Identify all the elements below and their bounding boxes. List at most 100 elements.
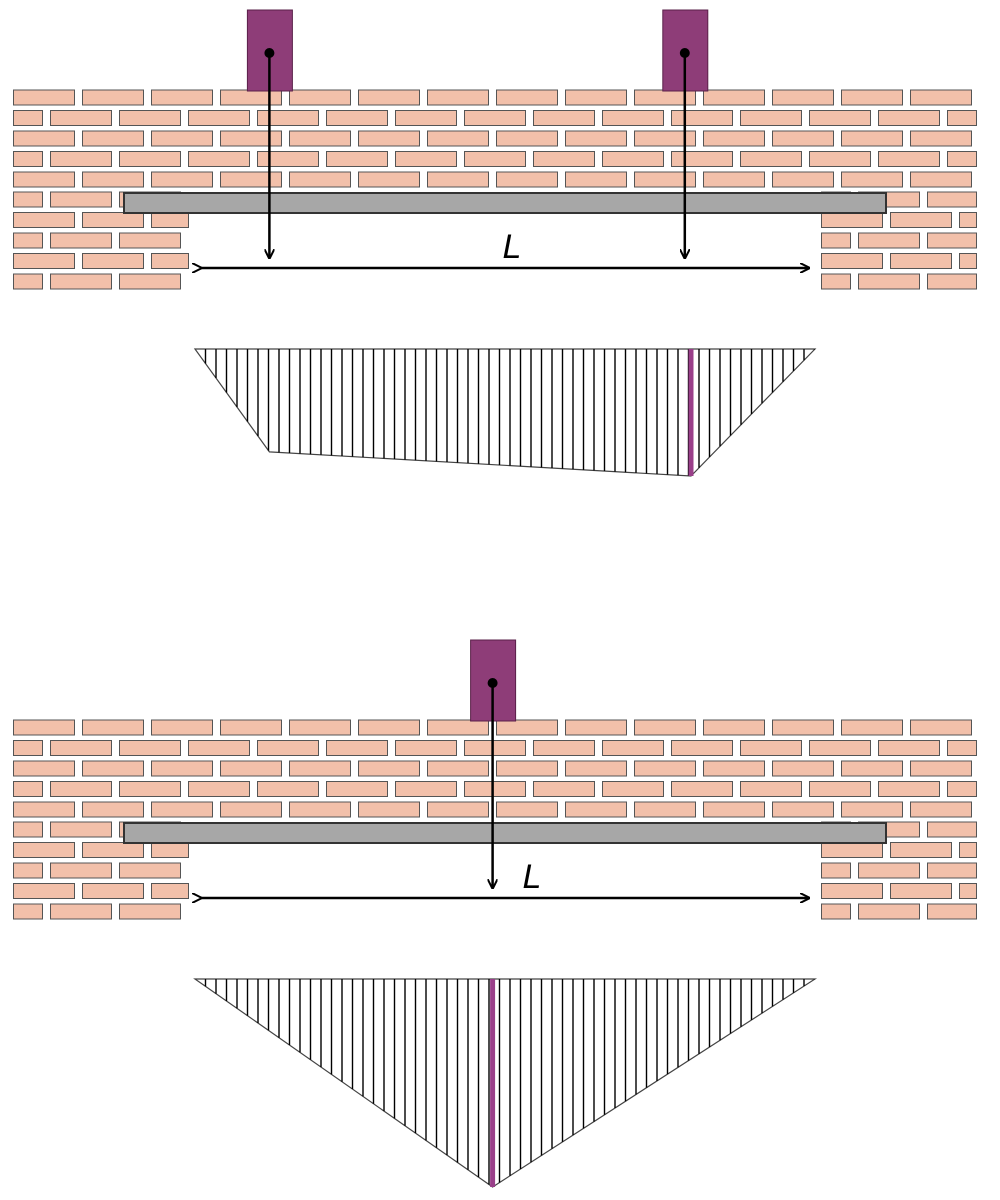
brick — [151, 883, 189, 899]
brick — [878, 151, 940, 167]
brick — [858, 903, 920, 920]
brick — [13, 801, 75, 818]
brick — [740, 110, 802, 126]
brick — [119, 740, 181, 756]
brick — [13, 862, 43, 879]
brick — [878, 740, 940, 756]
brick — [533, 740, 595, 756]
bending-moment-diagram — [193, 978, 818, 1188]
brick — [50, 781, 112, 797]
brick — [821, 232, 851, 249]
brick — [220, 171, 282, 188]
brick — [50, 191, 112, 208]
brick — [13, 232, 43, 249]
brick — [496, 801, 558, 818]
brick — [565, 171, 627, 188]
brick — [496, 89, 558, 106]
brick — [427, 89, 489, 106]
brick — [821, 212, 883, 228]
brick — [634, 719, 696, 736]
brick — [13, 212, 75, 228]
brick — [947, 151, 977, 167]
brick — [878, 110, 940, 126]
brick — [151, 801, 213, 818]
brick — [119, 781, 181, 797]
brick — [841, 801, 903, 818]
masonry-wall — [13, 89, 977, 290]
brick — [13, 89, 75, 106]
point-load — [470, 639, 517, 888]
brick — [602, 781, 664, 797]
brick — [772, 130, 834, 147]
brick — [50, 740, 112, 756]
brick — [326, 110, 388, 126]
bending-moment-diagram — [193, 348, 817, 477]
brick — [703, 130, 765, 147]
brick — [703, 89, 765, 106]
brick — [533, 781, 595, 797]
brick — [119, 903, 181, 920]
brick — [13, 171, 75, 188]
brick — [13, 130, 75, 147]
brick — [496, 760, 558, 777]
brick — [890, 253, 952, 269]
brick — [947, 740, 977, 756]
brick — [82, 801, 144, 818]
brick — [772, 760, 834, 777]
brick — [289, 171, 351, 188]
brick — [358, 801, 420, 818]
brick — [13, 883, 75, 899]
brick — [13, 903, 43, 920]
brick — [878, 781, 940, 797]
brick — [427, 719, 489, 736]
brick — [858, 862, 920, 879]
brick — [821, 862, 851, 879]
brick — [82, 253, 144, 269]
brick — [50, 232, 112, 249]
brick — [395, 110, 457, 126]
brick — [841, 719, 903, 736]
brick — [740, 740, 802, 756]
brick — [220, 719, 282, 736]
brick — [13, 760, 75, 777]
brick — [772, 719, 834, 736]
brick — [82, 842, 144, 858]
brick — [927, 862, 977, 879]
brick — [821, 253, 883, 269]
brick — [257, 740, 319, 756]
brick — [809, 781, 871, 797]
brick — [910, 89, 972, 106]
brick — [82, 719, 144, 736]
brick — [188, 110, 250, 126]
brick — [289, 89, 351, 106]
brick — [858, 232, 920, 249]
brick — [959, 212, 977, 228]
brick — [927, 273, 977, 290]
scenario-two-point-loads: L — [13, 9, 977, 477]
brick — [533, 151, 595, 167]
brick — [13, 842, 75, 858]
span-label: L — [523, 858, 542, 896]
brick — [395, 781, 457, 797]
brick — [841, 760, 903, 777]
brick — [395, 151, 457, 167]
brick — [82, 171, 144, 188]
brick — [927, 903, 977, 920]
brick — [50, 862, 112, 879]
brick — [809, 740, 871, 756]
brick — [119, 273, 181, 290]
brick — [188, 740, 250, 756]
brick — [13, 253, 75, 269]
brick — [50, 110, 112, 126]
brick — [188, 151, 250, 167]
brick — [50, 273, 112, 290]
brick — [740, 781, 802, 797]
brick — [326, 740, 388, 756]
brick — [671, 151, 733, 167]
brick — [13, 719, 75, 736]
brick — [565, 130, 627, 147]
brick — [927, 821, 977, 838]
brick — [427, 760, 489, 777]
brick — [959, 842, 977, 858]
